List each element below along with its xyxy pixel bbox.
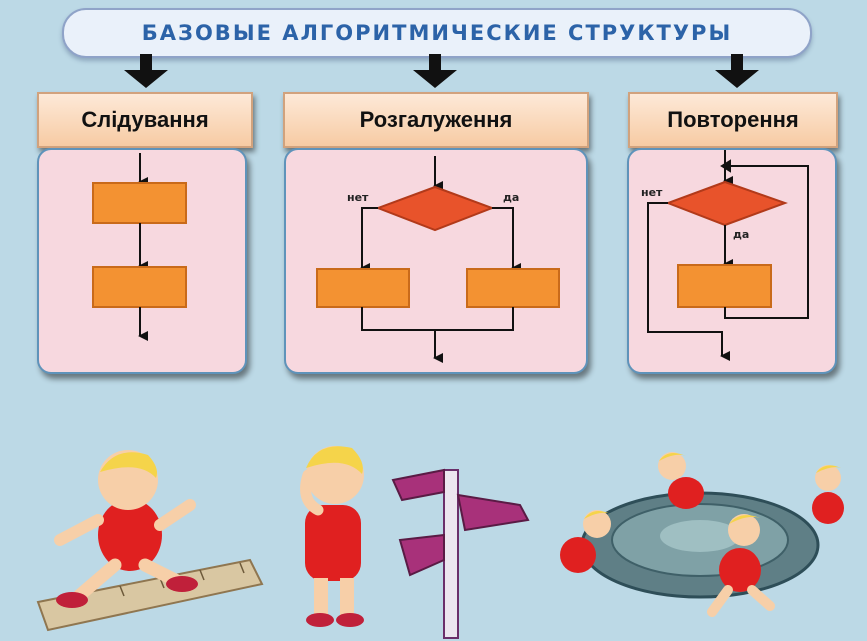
- header-sequence: Слідування: [37, 92, 253, 148]
- runner-left: [560, 510, 611, 573]
- runner-front: [707, 514, 775, 617]
- branching-yes-label: да: [503, 191, 519, 204]
- header-branching: Розгалуження: [283, 92, 589, 148]
- signpost-arm-right: [456, 493, 530, 532]
- signpost-arm-left: [391, 468, 445, 502]
- sequence-flowchart: [92, 153, 187, 341]
- branching-no-label: нет: [347, 191, 369, 204]
- title-arrow-2: [413, 54, 457, 88]
- branching-flowchart: [316, 156, 560, 363]
- repetition-yes-label: да: [733, 228, 749, 241]
- repetition-no-label: нет: [641, 186, 663, 199]
- title-arrow-3: [715, 54, 759, 88]
- illustration-signpost-child: [300, 446, 530, 639]
- child1-body: [98, 499, 162, 571]
- diagram-title: БАЗОВЫЕ АЛГОРИТМИЧЕСКИЕ СТРУКТУРЫ: [62, 8, 812, 58]
- child2-body: [305, 505, 361, 581]
- runner-top: [658, 452, 704, 509]
- ruler-plank: [36, 558, 264, 632]
- branching-decision: [375, 185, 495, 232]
- signpost-arm-down: [398, 533, 445, 577]
- title-arrow-1: [124, 54, 168, 88]
- illustration-circle-children: [560, 452, 844, 617]
- illustration-walking-child: [36, 450, 264, 632]
- repetition-flowchart: [647, 150, 809, 361]
- branching-block-yes: [466, 268, 560, 308]
- signpost-pole: [443, 469, 459, 639]
- sequence-block-2: [92, 266, 187, 308]
- repetition-block: [677, 264, 772, 308]
- header-repetition: Повторення: [628, 92, 838, 148]
- runner-right: [812, 465, 844, 524]
